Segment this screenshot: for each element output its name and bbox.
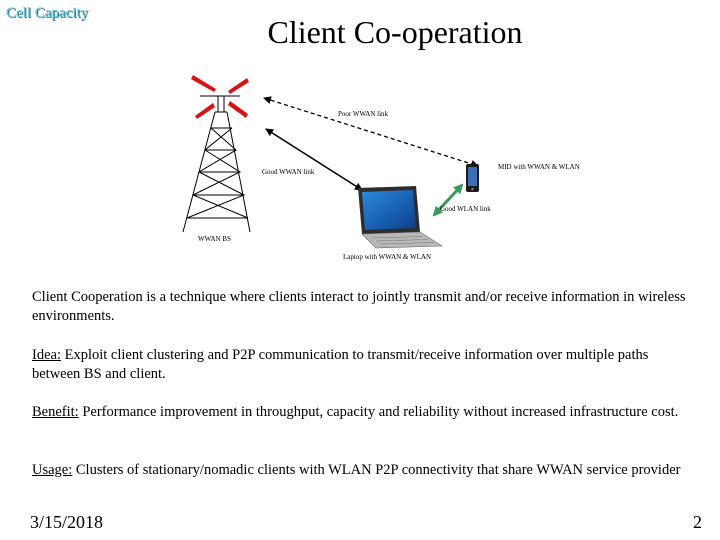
section-title: Cell Capacity	[6, 5, 89, 21]
benefit-heading: Benefit:	[32, 404, 79, 420]
mid-device-icon	[466, 164, 479, 192]
intro-paragraph: Client Cooperation is a technique where …	[32, 288, 697, 326]
good-wlan-link-label: Good WLAN link	[440, 205, 491, 213]
laptop-icon	[358, 186, 443, 249]
usage-paragraph: Usage: Clusters of stationary/nomadic cl…	[32, 461, 697, 480]
poor-wwan-link-label: Poor WWAN link	[338, 110, 389, 118]
usage-heading: Usage:	[32, 462, 73, 478]
good-wlan-link-arrow	[432, 183, 464, 217]
good-wwan-link-arrow	[265, 128, 363, 191]
idea-heading: Idea:	[32, 347, 61, 363]
idea-text: Exploit client clustering and P2P commun…	[32, 347, 649, 382]
page-number: 2	[693, 512, 702, 532]
usage-text: Clusters of stationary/nomadic clients w…	[72, 462, 681, 478]
good-wwan-link-label: Good WWAN link	[262, 168, 315, 176]
footer-date: 3/15/2018	[30, 512, 104, 532]
base-station-label: WWAN BS	[198, 235, 231, 243]
benefit-paragraph: Benefit: Performance improvement in thro…	[32, 403, 697, 422]
laptop-label: Laptop with WWAN & WLAN	[343, 253, 432, 261]
poor-wwan-link-arrow	[263, 96, 479, 168]
benefit-text: Performance improvement in throughput, c…	[78, 404, 679, 420]
intro-text: Client Cooperation is a technique where …	[32, 289, 686, 324]
slide-title: Client Co-operation	[267, 14, 523, 50]
mid-label: MID with WWAN & WLAN	[498, 163, 580, 171]
idea-paragraph: Idea: Exploit client clustering and P2P …	[32, 346, 697, 384]
base-station-tower-icon	[182, 75, 251, 233]
